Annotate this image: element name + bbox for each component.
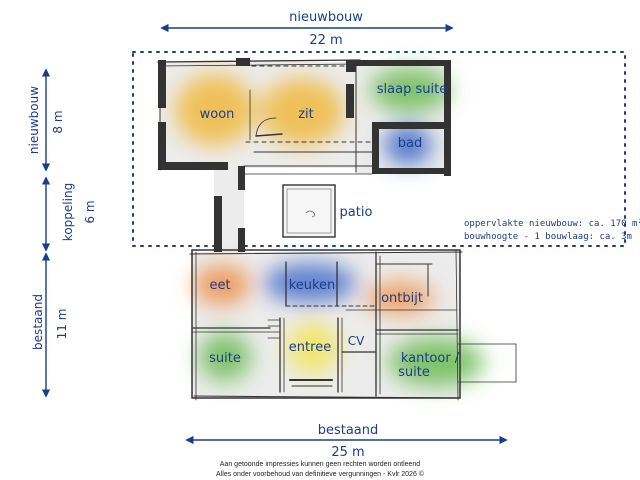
room-label-eet: eet — [209, 278, 230, 293]
room-label-slaap-suite: slaap suite — [377, 82, 447, 97]
left-new-value: 8 m — [51, 110, 65, 133]
walls-new — [157, 58, 451, 252]
left-existing-value: 11 m — [55, 309, 69, 340]
footer-disclaimer-2: Alles onder voorbehoud van definitieve v… — [216, 470, 425, 478]
room-label-zit: zit — [298, 107, 314, 122]
footer-disclaimer-1: Aan getoonde impressies kunnen geen rech… — [220, 461, 421, 468]
room-label-suite: suite — [209, 351, 241, 366]
top-dimension-title: nieuwbouw — [289, 10, 363, 25]
left-new-title: nieuwbouw — [27, 86, 41, 154]
dimension-lines — [41, 23, 508, 445]
bottom-dimension-title: bestaand — [318, 423, 379, 438]
room-label-keuken: keuken — [289, 278, 336, 293]
site-boundary — [132, 51, 626, 247]
left-existing-title: bestaand — [31, 294, 45, 350]
info-height: bouwhoogte - 1 bouwlaag: ca. 3m — [464, 232, 632, 242]
room-label-kantoor: kantoor / — [401, 351, 460, 366]
room-label-patio: patio — [340, 205, 373, 220]
room-label-bad: bad — [398, 136, 422, 151]
top-dimension-value: 22 m — [309, 33, 342, 48]
room-label-woon: woon — [200, 107, 235, 122]
room-label-kantoor-suite: suite — [398, 365, 430, 380]
walls-existing — [189, 249, 517, 401]
room-label-entree: entree — [289, 340, 331, 355]
left-link-title: koppeling — [61, 183, 75, 241]
bottom-dimension-value: 25 m — [331, 445, 364, 460]
info-area: oppervlakte nieuwbouw: ca. 170 m² — [464, 219, 640, 229]
room-label-ontbijt: ontbijt — [381, 291, 423, 306]
left-link-value: 6 m — [83, 200, 97, 223]
room-label-cv: CV — [348, 334, 365, 348]
patio — [282, 184, 336, 238]
